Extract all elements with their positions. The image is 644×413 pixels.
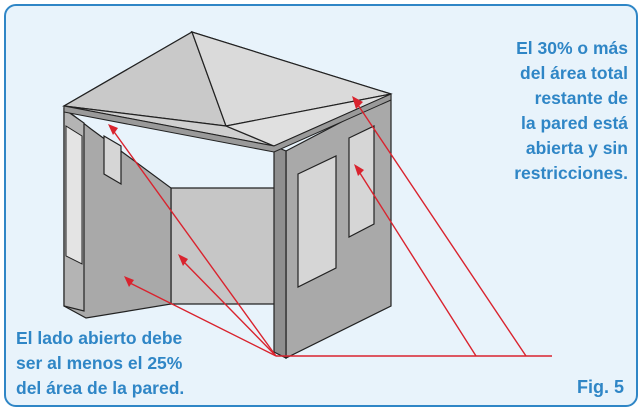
annotation-bottom-left: El lado abierto debe ser al menos el 25%…: [16, 328, 185, 398]
pointer-arrowheads: [108, 96, 364, 287]
right-window-back: [348, 125, 375, 238]
pointer-floor: [127, 281, 277, 357]
right-wall-edge: [273, 145, 287, 359]
gazebo-illustration: [62, 30, 552, 359]
pointer-left-window: [111, 128, 277, 357]
annotation-top-right: El 30% o más del área total restante de …: [514, 38, 628, 183]
figure-label: Fig. 5: [576, 377, 624, 397]
left-window: [103, 134, 122, 186]
pointer-roof-top: [355, 101, 527, 357]
left-window-inner: [65, 125, 83, 265]
pointer-lines: [111, 101, 552, 357]
right-window-front: [297, 155, 337, 288]
back-wall: [170, 187, 287, 305]
diagram-frame: El 30% o más del área total restante de …: [4, 4, 638, 407]
pointer-right-window: [357, 169, 477, 357]
pointer-open-side: [181, 259, 277, 357]
roof-trim: [63, 93, 392, 153]
